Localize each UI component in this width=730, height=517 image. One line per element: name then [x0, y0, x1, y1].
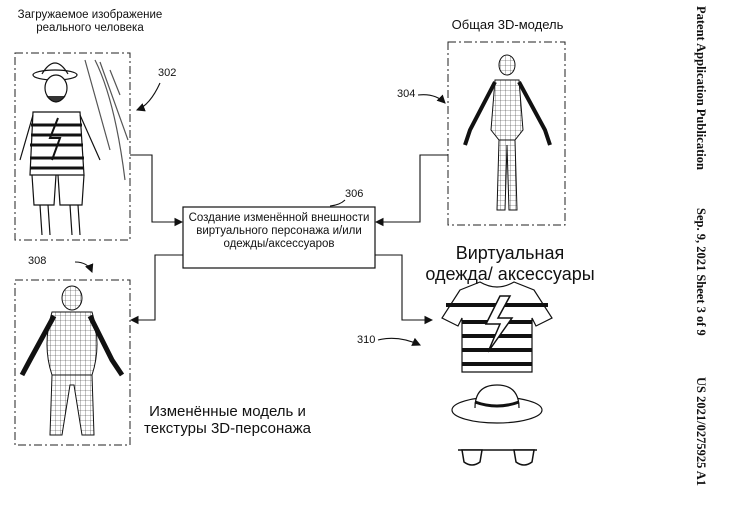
modified-model-frame: [14, 279, 131, 446]
process-box-label: Создание изменённой внешности виртуально…: [188, 212, 370, 251]
date-sheet-label: Sep. 9, 2021 Sheet 3 of 9: [694, 208, 708, 336]
virtual-glasses-illustration: [458, 449, 537, 466]
virtual-clothing-label: Виртуальная одежда/ аксессуары: [425, 243, 595, 284]
generic-model-frame: [447, 41, 566, 226]
ref-308: 308: [28, 255, 47, 267]
modified-model-label: Изменённые модель и текстуры 3D-персонаж…: [144, 403, 311, 438]
modified-3d-model-illustration: [19, 285, 125, 436]
publication-number: US 2021/0275925 A1: [694, 377, 708, 487]
publication-label: Patent Application Publication: [694, 6, 708, 170]
uploaded-image-label: Загружаемое изображение реального челове…: [17, 9, 163, 35]
flow-arrows: [74, 82, 448, 346]
uploaded-image-frame: [14, 52, 131, 241]
process-box: [182, 206, 376, 269]
ref-306: 306: [345, 188, 364, 200]
patent-header: Patent Application Publication Sep. 9, 2…: [688, 0, 712, 517]
ref-304: 304: [397, 88, 416, 100]
ref-310: 310: [357, 334, 376, 346]
generic-3d-model-illustration: [463, 54, 552, 211]
generic-model-label: Общая 3D-модель: [451, 17, 564, 32]
virtual-tshirt-illustration: [441, 281, 553, 373]
ref-302: 302: [158, 67, 177, 79]
virtual-hat-illustration: [451, 384, 543, 424]
real-person-illustration: [19, 59, 129, 236]
